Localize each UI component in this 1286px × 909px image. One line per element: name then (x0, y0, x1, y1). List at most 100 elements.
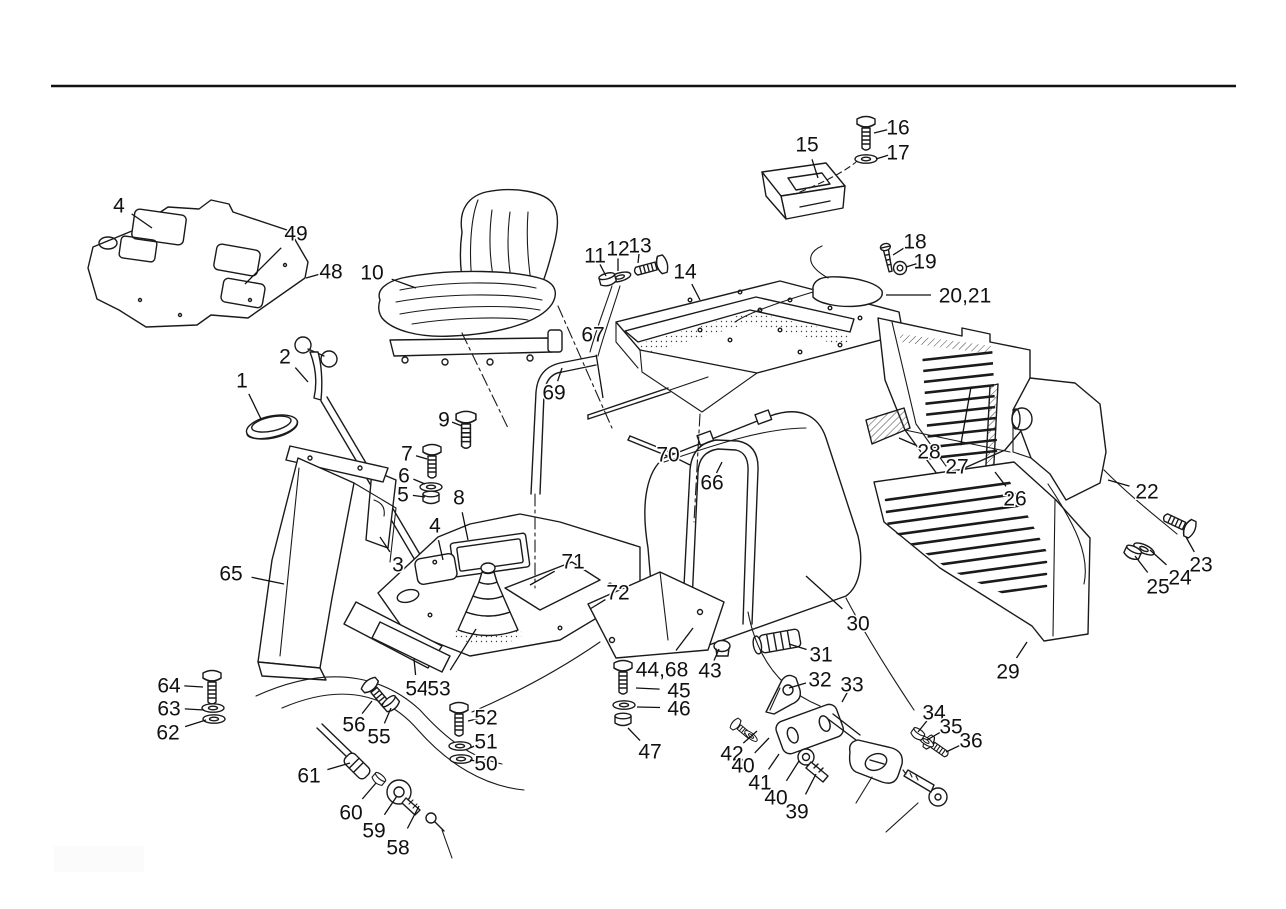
cover-box-15 (761, 161, 857, 220)
part-label-19: 19 (913, 251, 936, 274)
part-label-66: 66 (700, 472, 723, 495)
leader-line (805, 575, 843, 610)
part-label-27: 27 (945, 456, 968, 479)
floor-deck-71 (377, 513, 641, 657)
leader-line (469, 759, 479, 763)
part-label-33: 33 (840, 674, 863, 697)
washer-50 (449, 754, 473, 764)
screw-18 (879, 242, 893, 273)
part-label-53: 53 (427, 678, 450, 701)
leader-line (467, 718, 479, 722)
leader-line (898, 437, 916, 446)
part-label-67: 67 (581, 324, 604, 347)
wire (589, 285, 613, 353)
leader-line (637, 253, 640, 264)
leader-line (960, 386, 972, 446)
side-cover-22 (1011, 377, 1107, 501)
part-label-58: 58 (386, 837, 409, 860)
leader-line (892, 246, 906, 256)
unnumbered-leaders (441, 776, 919, 859)
bolt-39 (797, 748, 829, 783)
leader-line (294, 367, 309, 383)
key (902, 769, 948, 807)
leader-line (1134, 555, 1149, 573)
leader-line (636, 706, 661, 709)
nut-11 (597, 270, 618, 289)
grille-27 (900, 334, 998, 461)
part-label-48: 48 (319, 261, 342, 284)
leader-line (627, 727, 641, 742)
leader-line (361, 782, 377, 800)
part-label-56: 56 (342, 714, 365, 737)
leader-line (875, 154, 889, 160)
shifter-frame-8 (449, 532, 531, 578)
leader-line (529, 570, 556, 586)
part-label-31: 31 (809, 644, 832, 667)
part-label-29: 29 (996, 661, 1019, 684)
part-label-43: 43 (698, 660, 721, 683)
washer-63 (201, 703, 225, 713)
bolt-45 (613, 659, 633, 695)
part-label-72: 72 (606, 582, 629, 605)
bracket-32 (765, 674, 802, 715)
part-label-16: 16 (886, 117, 909, 140)
part-label-40: 40 (764, 787, 787, 810)
part-label-25: 25 (1146, 576, 1169, 599)
leader-line (305, 273, 320, 279)
part-label-15: 15 (795, 134, 818, 157)
part-label-47: 47 (638, 741, 661, 764)
part-label-32: 32 (808, 669, 831, 692)
part-label-55: 55 (367, 726, 390, 749)
leader-line (413, 478, 426, 485)
leader-line (451, 421, 463, 427)
pad-4 (414, 552, 458, 586)
part-label-49: 49 (284, 223, 307, 246)
leader-line (715, 461, 723, 474)
leader-line (556, 367, 563, 382)
trim-strip-67 (587, 376, 709, 420)
linkage-58-61 (316, 723, 445, 832)
washer-51 (448, 741, 472, 751)
part-label-65: 65 (219, 563, 242, 586)
access-plate-20-21 (734, 245, 883, 323)
part-label-45: 45 (667, 680, 690, 703)
latch-plate-33 (775, 703, 844, 755)
skirt-plates-54 (343, 601, 451, 673)
part-label-13: 13 (628, 235, 651, 258)
washer-62 (202, 714, 226, 724)
leader-line (251, 576, 285, 585)
part-label-26: 26 (1003, 488, 1026, 511)
leader-line (926, 731, 941, 741)
leader-line (635, 687, 660, 690)
part-label-64: 64 (157, 675, 181, 698)
leader-line (595, 354, 604, 399)
bolt-16 (856, 115, 876, 151)
leader-line (767, 753, 780, 770)
leader-line (713, 648, 720, 661)
leader-lines-layer (131, 129, 1195, 829)
part-label-70: 70 (656, 444, 679, 467)
part-label-54: 54 (405, 678, 429, 701)
leader-line (945, 744, 961, 753)
leader-line (184, 685, 204, 688)
part-label-12: 12 (606, 238, 629, 261)
leader-line (754, 737, 770, 754)
part-label-63: 63 (157, 698, 180, 721)
bolt-7 (422, 443, 442, 479)
leader-line (391, 278, 417, 289)
leader-line (413, 658, 417, 676)
leader-line (383, 707, 392, 724)
construction-lines (461, 305, 701, 589)
part-label-10: 10 (360, 262, 383, 285)
part-label-60: 60 (339, 802, 362, 825)
leader-line (379, 536, 391, 553)
part-label-42: 42 (720, 743, 743, 766)
side-plate-72 (587, 571, 725, 659)
u-frame-66 (681, 439, 759, 625)
gear-boot-53 (457, 562, 519, 637)
leader-line (917, 720, 928, 733)
leader-line (131, 213, 153, 229)
part-label-46: 46 (667, 698, 690, 721)
